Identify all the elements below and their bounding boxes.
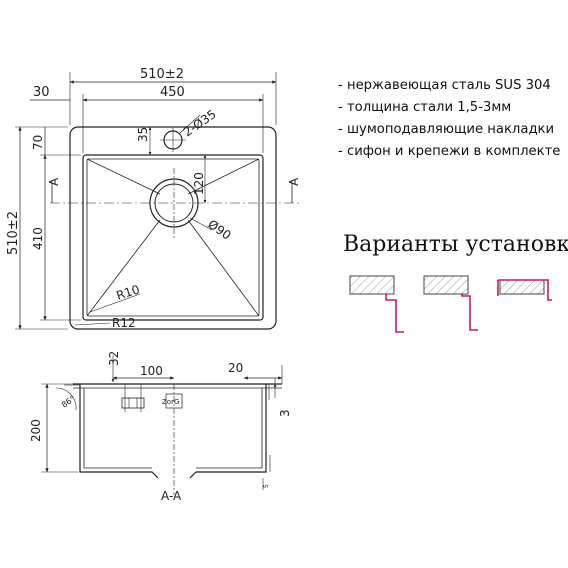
radius-outer: R12: [112, 316, 136, 330]
bowl-profile: [79, 384, 159, 479]
section-label: A-A: [161, 489, 182, 503]
section-marker-right: A: [287, 177, 301, 186]
sink-outer-outline: [69, 126, 277, 330]
spec-list: - нержавеющая сталь SUS 304 - толщина ст…: [338, 75, 560, 163]
dim-flange-top: 70: [31, 135, 45, 150]
dim-bowl-width: 450: [160, 85, 185, 100]
install-variants: [349, 275, 552, 333]
section-marker-left: A: [47, 177, 61, 186]
dim-small: 5: [263, 484, 270, 488]
dim-thickness: 3: [278, 409, 292, 417]
dim-drain-offset: 120: [192, 172, 206, 195]
dim-total-width: 510±2: [140, 67, 184, 82]
spec-item: - нержавеющая сталь SUS 304: [338, 78, 551, 93]
dim-angle: 86°: [60, 394, 77, 410]
dim-wall: 32: [107, 351, 121, 366]
section-view-labels: 32 100 20 3 200 86° 5 ZorG A-A: [29, 351, 292, 503]
bowl-outline: [82, 154, 264, 321]
bowl-inner-outline: [86, 158, 260, 317]
spec-item: - сифон и крепежи в комплекте: [338, 144, 561, 159]
spec-item: - толщина стали 1,5-3мм: [338, 100, 512, 115]
dim-flange-side: 30: [33, 85, 50, 100]
brand-stamp: ZorG: [162, 398, 179, 406]
variant-topmount: [497, 279, 552, 301]
variants-title: Варианты установки: [343, 232, 568, 257]
top-view: [15, 72, 300, 330]
dim-drain-pos: 100: [140, 364, 163, 378]
dim-total-length: 510±2: [6, 211, 21, 255]
spec-item: - шумоподавляющие накладки: [338, 122, 555, 137]
dim-depth: 200: [29, 419, 43, 442]
radius-inner: R10: [115, 282, 142, 303]
variant-flush: [349, 275, 404, 333]
dim-drain-diameter: Ø90: [205, 217, 233, 243]
top-view-labels: 510±2 30 450 35 2-Ø35 120 Ø90 70 410 510…: [6, 67, 301, 330]
dim-flange: 20: [228, 361, 243, 375]
dim-bowl-length: 410: [31, 227, 45, 250]
section-view: [42, 355, 283, 495]
variant-undermount: [423, 275, 478, 331]
dim-faucet-offset: 35: [136, 127, 150, 142]
dim-faucet-holes: 2-Ø35: [181, 107, 219, 140]
